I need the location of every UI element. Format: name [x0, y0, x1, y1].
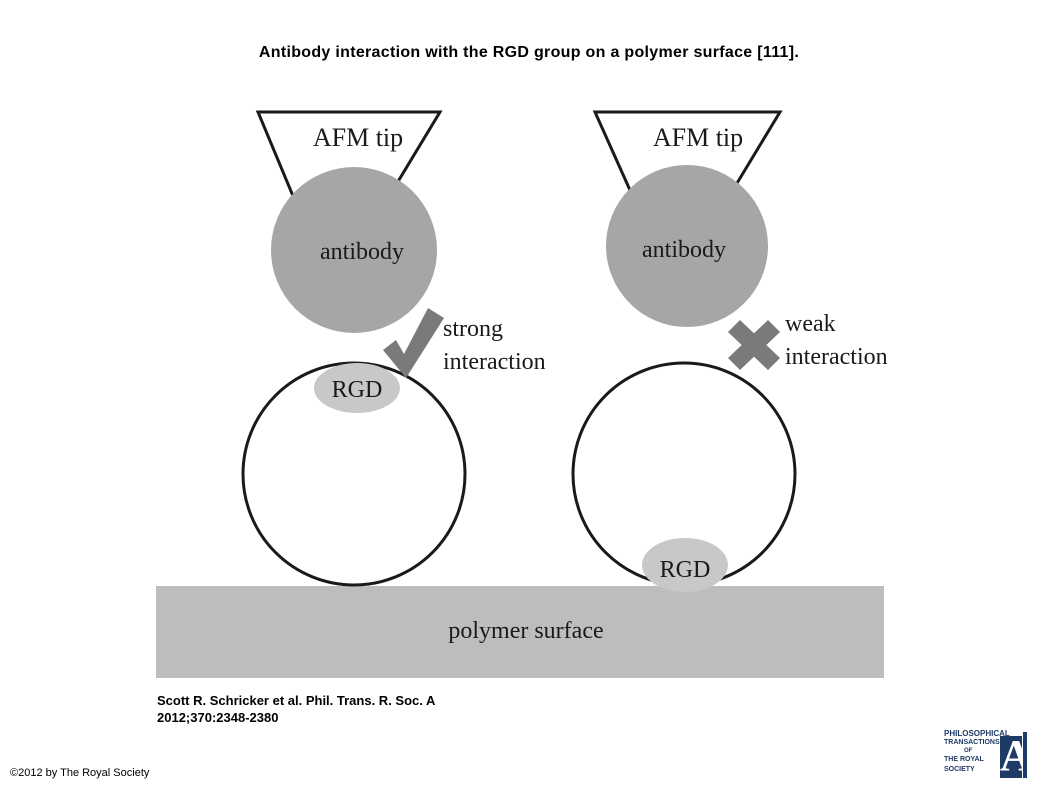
logo-strip — [1023, 732, 1027, 778]
polymer-surface-label: polymer surface — [448, 618, 603, 644]
interaction-label-right-line2: interaction — [785, 344, 888, 370]
polymer-surface — [156, 586, 884, 678]
citation-line2: 2012;370:2348-2380 — [157, 710, 279, 725]
cross-mark-icon — [728, 320, 780, 370]
antibody-right — [606, 165, 768, 327]
rgd-label-left: RGD — [332, 377, 383, 403]
polymer-bead-left — [241, 361, 467, 587]
antibody-left — [271, 167, 437, 333]
rgd-group-left — [314, 363, 400, 413]
citation: Scott R. Schricker et al. Phil. Trans. R… — [157, 692, 537, 726]
interaction-label-left-line1: strong — [443, 316, 503, 342]
interaction-label-right-line1: weak — [785, 311, 836, 337]
logo-line5: SOCIETY — [944, 766, 975, 773]
antibody-label-left: antibody — [320, 239, 404, 265]
rgd-label-right: RGD — [660, 557, 711, 583]
logo-line3: OF — [964, 748, 973, 754]
citation-line1: Scott R. Schricker et al. Phil. Trans. R… — [157, 693, 436, 708]
figure-title: Antibody interaction with the RGD group … — [258, 44, 800, 61]
logo-line2: TRANSACTIONS — [944, 739, 1000, 746]
logo-line4: THE ROYAL — [944, 756, 984, 763]
antibody-label-right: antibody — [642, 237, 726, 263]
rgd-group-right — [642, 538, 728, 592]
logo-line1: PHILOSOPHICAL — [944, 729, 1010, 738]
royal-society-logo: PHILOSOPHICAL TRANSACTIONS OF THE ROYAL … — [944, 730, 1030, 778]
logo-letter: A — [1000, 736, 1022, 778]
check-mark-icon — [383, 308, 444, 378]
interaction-label-left-line2: interaction — [443, 349, 546, 375]
copyright-notice: ©2012 by The Royal Society — [10, 767, 150, 779]
afm-tip-label-right: AFM tip — [653, 123, 743, 152]
afm-tip-label-left: AFM tip — [313, 123, 403, 152]
